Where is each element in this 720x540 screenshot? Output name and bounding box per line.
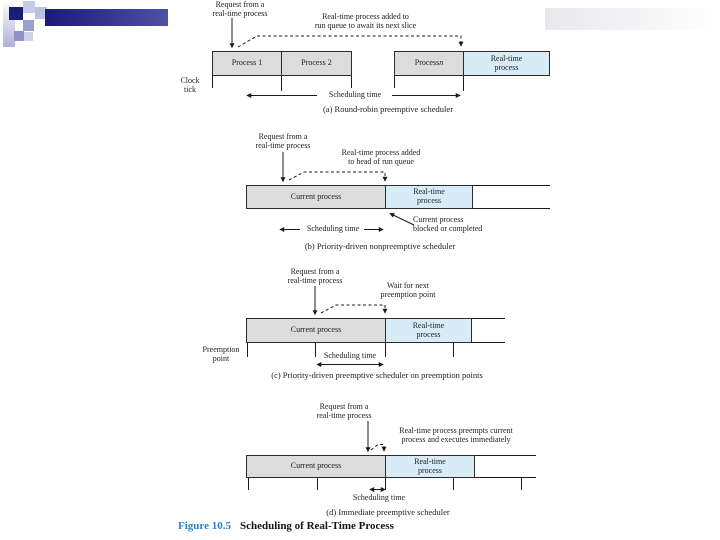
a-processn-text: Process (414, 58, 440, 68)
a-queue-label: Real-time process added to run queue to … (314, 12, 417, 30)
d-current-box: Current process (246, 455, 386, 478)
deco-square-navy (9, 7, 23, 20)
d-dashed-connector (370, 444, 387, 452)
b-dashed-connector (288, 171, 388, 182)
c-dashed-connector (320, 304, 388, 314)
c-scheduling-time-label: Scheduling time (323, 351, 377, 360)
a-clock-ticks (212, 76, 464, 91)
c-caption: (c) Priority-driven preemptive scheduler… (271, 370, 483, 380)
d-clock-ticks (248, 478, 522, 490)
d-request-label: Request from a real-time process (316, 402, 372, 420)
b-blocked-arrow (389, 213, 415, 226)
c-realtime-box: Real-time process (385, 318, 472, 343)
b-caption: (b) Priority-driven nonpreemptive schedu… (304, 241, 456, 251)
figure-caption: Figure 10.5 Scheduling of Real-Time Proce… (178, 520, 394, 532)
figure-number: Figure 10.5 (178, 520, 231, 532)
a-process2-box: Process 2 (281, 51, 352, 76)
d-caption: (d) Immediate preemptive scheduler (326, 507, 450, 517)
b-band-extension (473, 185, 550, 209)
b-queue-label: Real-time process added to head of run q… (341, 148, 421, 166)
d-band-extension (475, 455, 536, 478)
c-current-box: Current process (246, 318, 386, 343)
deco-gray-bar (545, 8, 720, 30)
deco-square-5 (24, 32, 33, 41)
figure-title: Scheduling of Real-Time Process (239, 520, 394, 532)
deco-square-1 (23, 1, 35, 13)
b-request-label: Request from a real-time process (255, 132, 311, 150)
b-realtime-box: Real-time process (385, 185, 473, 209)
a-process1-box: Process 1 (212, 51, 282, 76)
deco-square-2 (35, 7, 47, 19)
b-blocked-label: Current process blocked or completed (413, 215, 483, 233)
c-preemption-ticks (247, 343, 454, 357)
d-preempt-label: Real-time process preempts current proce… (399, 426, 513, 444)
a-scheduling-time-label: Scheduling time (328, 90, 382, 99)
d-realtime-box: Real-time process (385, 455, 475, 478)
b-current-box: Current process (246, 185, 386, 209)
a-realtime-box: Real-time process (463, 51, 550, 76)
a-caption: (a) Round-robin preemptive scheduler (322, 104, 454, 114)
deco-navy-bar (45, 9, 168, 26)
a-request-label: Request from a real-time process (212, 0, 268, 18)
c-preemption-label: Preemption point (202, 345, 240, 363)
c-wait-label: Wait for next preemption point (380, 281, 436, 299)
c-band-extension (472, 318, 505, 343)
a-processn-italic-n: n (439, 58, 444, 68)
c-request-label: Request from a real-time process (287, 267, 343, 285)
deco-square-3 (23, 20, 34, 31)
b-scheduling-time-label: Scheduling time (306, 224, 360, 233)
d-scheduling-time-label: Scheduling time (352, 493, 406, 502)
deco-square-4 (14, 31, 24, 41)
a-clock-tick-label: Clock tick (180, 76, 200, 94)
a-processn-box: Process n (394, 51, 464, 76)
a-dashed-connector (237, 35, 464, 48)
